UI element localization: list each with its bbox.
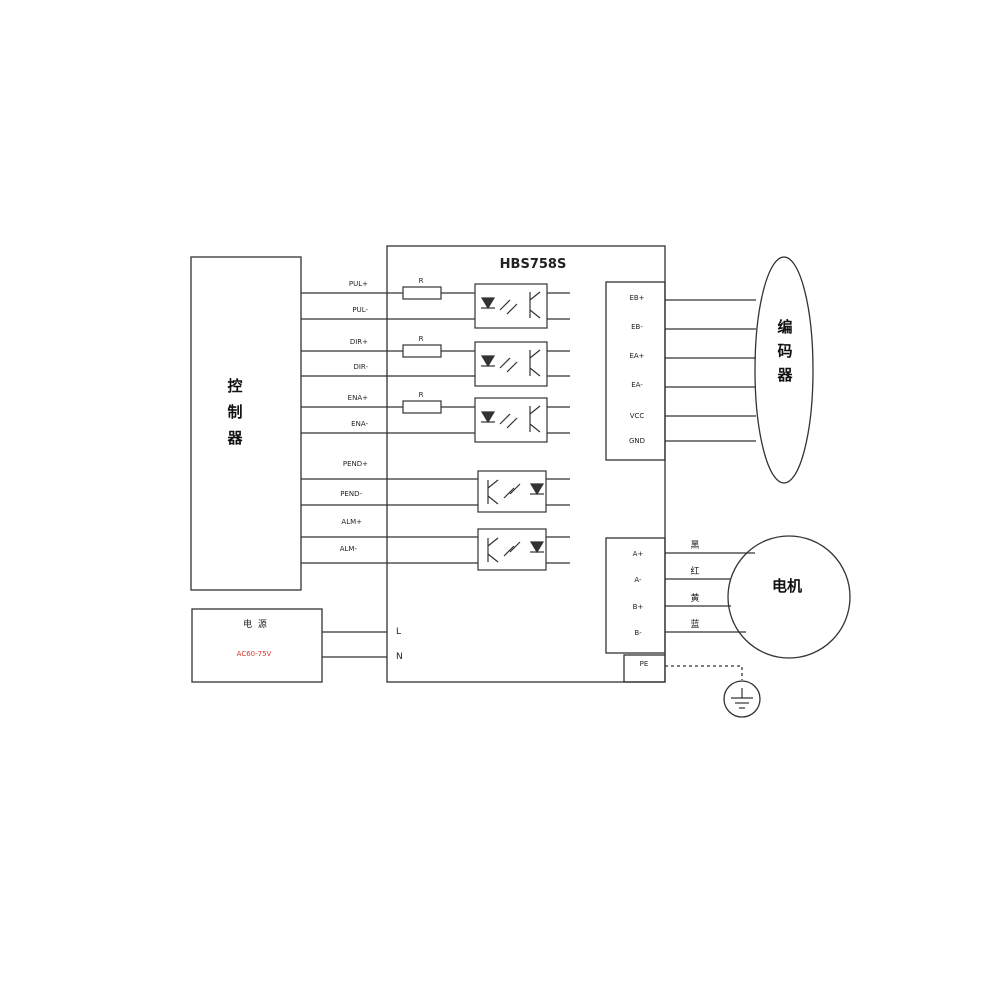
signal-label: ALM+ [341,518,362,526]
signal-label: DIR+ [350,338,368,346]
signal-label: PUL+ [349,280,368,288]
controller-box [190,256,302,591]
resistor-label-dir: R [419,335,424,343]
optocoupler-alm [477,528,547,571]
signal-label: PUL- [352,306,368,314]
controller-label-1: 控 [227,377,242,395]
resistor-ena [402,400,442,414]
encoder-label-1: 编 [777,318,792,336]
ground-symbol [723,680,761,718]
encoder-pin-label: EB+ [629,294,644,302]
signal-label: ENA- [351,420,368,428]
optocoupler-pul [474,283,548,329]
motor-pin-label: A- [634,576,642,584]
wire-color-label: 蓝 [690,618,699,630]
motor-pin-label: A+ [633,550,644,558]
resistor-label-ena: R [419,391,424,399]
optocoupler-pend [477,470,547,513]
signal-label: ALM- [340,545,358,553]
power-pin-l: L [396,627,401,637]
encoder [754,256,814,484]
pe-label: PE [640,660,649,668]
optocoupler-dir [474,341,548,387]
signal-label: ENA+ [348,394,368,402]
motor [727,535,851,659]
motor-pin-label: B+ [633,603,644,611]
encoder-label-3: 器 [776,366,793,384]
optocoupler-ena [474,397,548,443]
motor-pin-label: B- [634,629,642,637]
encoder-pin-label: EA- [631,381,643,389]
driver-box [386,245,666,683]
encoder-connector [605,281,666,461]
encoder-pin-label: EB- [631,323,643,331]
resistor-label-pul: R [419,277,424,285]
controller-label-2: 制 [227,403,242,421]
encoder-pin-label: GND [629,437,645,445]
wire-color-label: 黄 [690,592,699,604]
power-rating: AC60-75V [237,650,272,658]
wire-color-label: 红 [690,565,699,577]
encoder-label-2: 码 [777,342,792,360]
signal-label: PEND+ [343,460,368,468]
power-pin-n: N [396,652,403,662]
signal-label: PEND- [340,490,362,498]
ground-wire [665,665,743,680]
pe-terminal [623,654,666,683]
ground-icon [731,688,753,709]
motor-connector [605,537,666,654]
power-title: 电 源 [243,618,267,630]
resistor-dir [402,344,442,358]
driver-model: HBS758S [500,257,567,272]
encoder-pin-label: VCC [630,412,645,420]
controller-label-3: 器 [226,429,243,447]
wire-color-label: 黑 [690,540,699,551]
motor-label: 电机 [772,577,802,595]
resistor-pul [402,286,442,300]
signal-label: DIR- [353,363,368,371]
encoder-pin-label: EA+ [629,352,644,360]
power-box [191,608,323,683]
